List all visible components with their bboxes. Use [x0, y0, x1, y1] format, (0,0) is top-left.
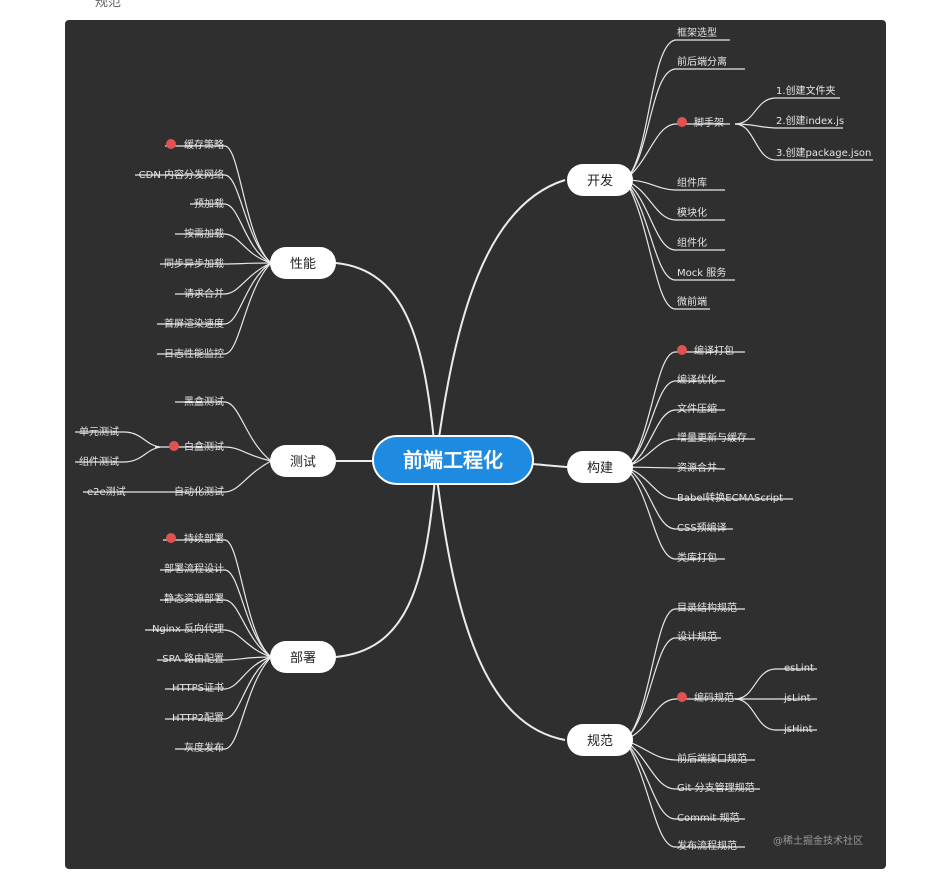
test-item-2: 自动化测试 [174, 485, 224, 498]
build-item-5: Babel转换ECMAScript [677, 491, 783, 504]
branch-perf-label: 性能 [290, 257, 316, 272]
lint-item-2: jsHint [783, 724, 813, 735]
build-item-6: CSS预编译 [677, 521, 727, 534]
branch-perf[interactable]: 性能 [270, 247, 336, 279]
spec-item-3: 前后端接口规范 [677, 752, 747, 765]
branch-dev-label: 开发 [587, 173, 613, 189]
deploy-item-7: 灰度发布 [184, 741, 224, 754]
dev-item-5: 组件化 [677, 236, 707, 249]
dev-connectors [624, 39, 873, 310]
spec-item-5: Commit 规范 [677, 811, 739, 824]
whitebox-sub-1: 组件测试 [79, 455, 119, 468]
connector-root-perf [335, 262, 436, 453]
mindmap-svg: 开发 构建 规范 性能 测试 部署 前端工程化 框架选型 前后端分离 脚手架 组… [75, 26, 873, 852]
spec-connectors [624, 608, 817, 848]
whitebox-sub-0: 单元测试 [79, 425, 119, 438]
perf-item-4: 同步异步加载 [164, 258, 224, 270]
branch-test[interactable]: 测试 [270, 445, 336, 477]
spec-item-0: 目录结构规范 [677, 601, 737, 614]
dev-item-3: 组件库 [677, 176, 707, 189]
branch-dev[interactable]: 开发 [567, 164, 633, 196]
deploy-connectors [145, 539, 272, 750]
top-caption: 规范 [95, 0, 122, 10]
spec-item-2: 编码规范 [694, 691, 734, 704]
branch-spec-label: 规范 [587, 734, 613, 749]
dev-item-4: 模块化 [677, 206, 707, 219]
connector-root-dev [436, 179, 566, 453]
deploy-item-6: HTTP2配置 [172, 712, 224, 724]
dev-item-2: 脚手架 [694, 116, 724, 129]
whitebox-marker-icon [169, 441, 179, 451]
build-item-0: 编译打包 [694, 344, 734, 357]
scaffold-item-0: 1.创建文件夹 [776, 84, 836, 97]
build-item-4: 资源合并 [677, 461, 717, 474]
spec-item-1: 设计规范 [677, 630, 717, 643]
connector-root-build [532, 463, 568, 468]
lint-item-0: esLint [784, 663, 814, 674]
root-node[interactable]: 前端工程化 [372, 435, 534, 485]
dev-item-0: 框架选型 [677, 26, 717, 39]
build-item-7: 类库打包 [677, 551, 717, 564]
perf-item-1: CDN 内容分发网络 [139, 168, 224, 181]
branch-test-label: 测试 [290, 455, 316, 470]
cache-marker-icon [166, 139, 176, 149]
build-item-2: 文件压缩 [677, 402, 717, 415]
test-item-0: 黑盒测试 [184, 395, 224, 408]
spec-item-4: Git 分支管理规范 [677, 781, 755, 794]
perf-item-7: 日志性能监控 [164, 347, 224, 360]
test-item-1: 白盒测试 [184, 440, 224, 453]
scaffold-item-1: 2.创建index.js [776, 114, 844, 127]
dev-item-7: 微前端 [677, 295, 707, 308]
perf-item-0: 缓存策略 [184, 138, 224, 151]
perf-item-5: 请求合并 [184, 287, 224, 300]
deploy-item-2: 静态资源部署 [164, 592, 224, 605]
perf-item-6: 首屏渲染速度 [164, 317, 224, 330]
lint-item-1: jsLint [783, 693, 811, 704]
watermark: @稀土掘金技术社区 [773, 834, 863, 847]
perf-connectors [135, 145, 272, 355]
perf-item-3: 按需加载 [184, 227, 224, 240]
coding-marker-icon [677, 692, 687, 702]
deploy-item-1: 部署流程设计 [164, 562, 224, 575]
auto-sub-0: e2e测试 [87, 485, 126, 498]
branch-deploy[interactable]: 部署 [270, 641, 336, 673]
scaffold-item-2: 3.创建package.json [776, 146, 871, 159]
root-label: 前端工程化 [403, 448, 503, 472]
deploy-item-4: SPA 路由配置 [162, 652, 224, 665]
deploy-item-5: HTTPS证书 [172, 682, 224, 694]
compile-marker-icon [677, 345, 687, 355]
branch-spec[interactable]: 规范 [567, 724, 633, 756]
deploy-item-3: Nginx 反向代理 [152, 622, 224, 635]
branch-build[interactable]: 构建 [567, 451, 633, 483]
test-connectors [75, 401, 272, 493]
branch-build-label: 构建 [587, 461, 613, 476]
connector-root-deploy [335, 477, 436, 658]
spec-item-6: 发布流程规范 [677, 839, 737, 852]
build-item-1: 编译优化 [677, 373, 717, 386]
mindmap-panel: 开发 构建 规范 性能 测试 部署 前端工程化 框架选型 前后端分离 脚手架 组… [65, 20, 886, 869]
branch-deploy-label: 部署 [290, 651, 316, 666]
dev-item-1: 前后端分离 [677, 55, 727, 68]
deploy-item-0: 持续部署 [184, 532, 224, 545]
connector-root-spec [436, 477, 566, 741]
dev-item-6: Mock 服务 [677, 266, 726, 279]
perf-item-2: 预加载 [194, 198, 224, 210]
scaffold-marker-icon [677, 117, 687, 127]
build-item-3: 增量更新与缓存 [677, 431, 747, 444]
cd-marker-icon [166, 533, 176, 543]
